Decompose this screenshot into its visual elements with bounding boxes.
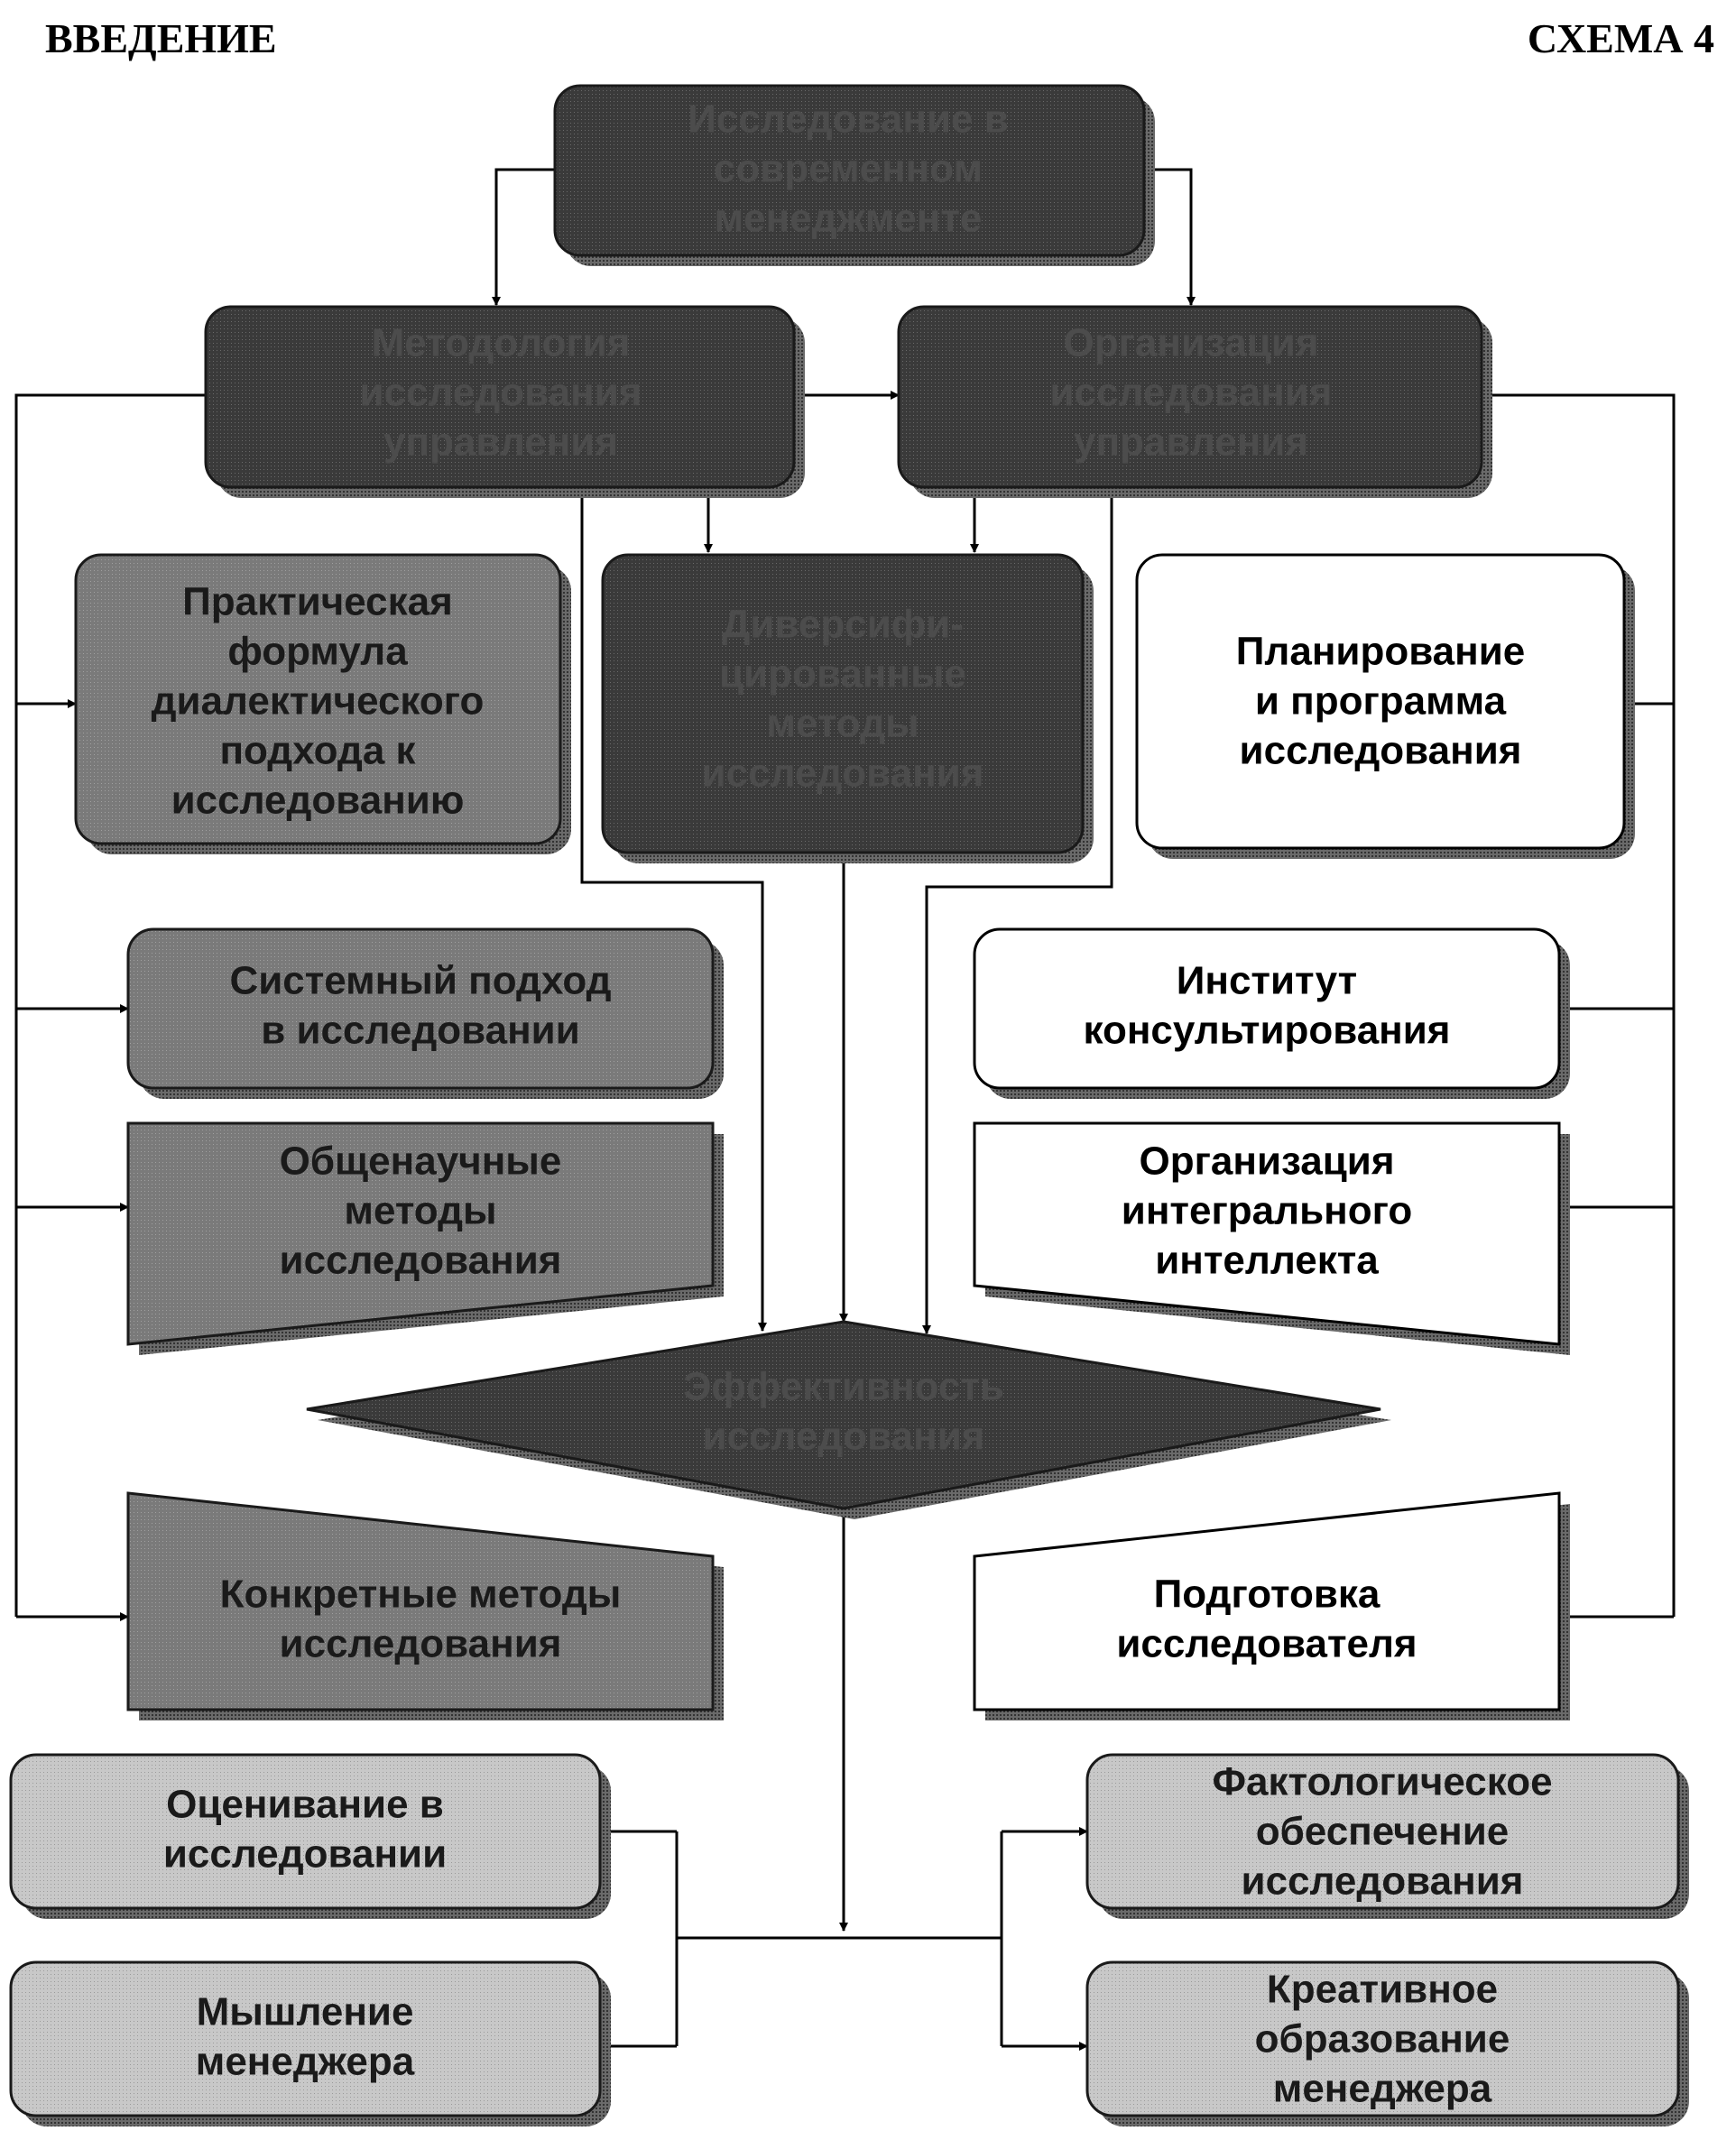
node-box — [897, 305, 1483, 489]
node-evaluation: Оценивание в исследовании — [9, 1753, 611, 1919]
node-label-line: обеспечение — [1256, 1810, 1509, 1854]
node-label-line: цированные — [719, 652, 966, 696]
node-box — [601, 553, 1085, 854]
node-planning: Планирование и программа исследования — [1135, 553, 1635, 859]
node-label-line: исследования — [1050, 371, 1333, 415]
node-label-line: исследовании — [163, 1832, 447, 1877]
node-label-line: Подготовка — [1154, 1573, 1380, 1617]
node-organization: Организация исследования управления — [897, 305, 1492, 498]
node-label-line: Креативное — [1267, 1968, 1498, 2012]
node-box — [973, 1121, 1561, 1346]
node-label-line: исследования — [702, 752, 984, 796]
node-label-line: диалектического — [152, 679, 485, 724]
header-left: ВВЕДЕНИЕ — [45, 15, 277, 61]
node-system: Системный подход в исследовании — [126, 927, 724, 1099]
node-label-line: и программа — [1255, 679, 1507, 724]
node-label-line: интеллекта — [1155, 1239, 1379, 1283]
node-creative: Креативное образование менеджера — [1085, 1960, 1689, 2126]
node-label-line: Системный подход — [229, 959, 611, 1003]
node-box — [1085, 1960, 1680, 2117]
node-training: Подготовка исследователя — [973, 1491, 1570, 1720]
node-institute: Институт консультирования — [973, 927, 1570, 1099]
node-box — [973, 927, 1561, 1090]
node-label-line: Эффективность — [683, 1365, 1004, 1409]
node-label-line: консультирования — [1084, 1009, 1451, 1053]
node-label-line: исследования — [703, 1415, 985, 1459]
node-label-line: Общенаучные — [280, 1139, 562, 1184]
node-label-line: образование — [1255, 2017, 1510, 2062]
node-label-line: менеджера — [1273, 2067, 1492, 2111]
node-label-line: методы — [344, 1189, 496, 1233]
node-label-line: менеджера — [196, 2040, 415, 2084]
node-label-line: менеджменте — [715, 197, 983, 241]
node-methodology: Методология исследования управления — [204, 305, 805, 498]
node-integral: Организация интегрального интеллекта — [973, 1121, 1570, 1355]
node-box — [126, 1491, 715, 1711]
node-label-line: управления — [1074, 420, 1308, 465]
node-root: Исследование в современном менеджменте — [553, 84, 1155, 266]
node-label-line: исследования — [1242, 1859, 1524, 1904]
node-box — [1085, 1753, 1680, 1910]
node-label-line: Оценивание в — [166, 1783, 444, 1827]
node-dialectic: Практическая формула диалектического подход… — [74, 553, 571, 854]
header-right: СХЕМА 4 — [1528, 15, 1714, 61]
node-box — [9, 1960, 602, 2117]
node-thinking: Мышление менеджера — [9, 1960, 611, 2126]
node-box — [126, 927, 715, 1090]
node-label-line: формула — [227, 630, 408, 674]
node-label-line: Фактологическое — [1212, 1760, 1552, 1804]
node-box — [204, 305, 796, 489]
node-label-line: управления — [383, 420, 618, 465]
node-box — [1135, 553, 1626, 850]
node-diversified: Диверсифи-цированные методы исследования — [601, 553, 1094, 863]
node-label-line: Планирование — [1236, 630, 1525, 674]
node-label-line: исследования — [280, 1622, 562, 1666]
node-label-line: методы — [766, 702, 919, 746]
node-label-line: исследователя — [1116, 1622, 1417, 1666]
node-efficiency: Эффективность исследования — [306, 1320, 1391, 1519]
node-box — [9, 1753, 602, 1910]
node-label-line: исследования — [1240, 729, 1522, 773]
node-label-line: Методология — [372, 321, 631, 365]
node-label-line: Исследование в — [688, 97, 1009, 142]
node-box — [973, 1491, 1561, 1711]
node-label-line: Институт — [1177, 959, 1357, 1003]
node-box — [74, 553, 562, 845]
node-label-line: Организация — [1063, 321, 1318, 365]
node-label-line: Мышление — [197, 1990, 414, 2034]
node-concrete: Конкретные методы исследования — [126, 1491, 724, 1720]
connectors — [14, 168, 1676, 2051]
node-factology: Фактологическое обеспечение исследования — [1085, 1753, 1689, 1919]
node-label-line: интегрального — [1122, 1189, 1412, 1233]
node-label-line: исследования — [280, 1239, 562, 1283]
node-label-line: исследованию — [171, 779, 465, 823]
node-label-line: в исследовании — [261, 1009, 580, 1053]
node-label-line: современном — [714, 147, 983, 191]
node-label-line: Практическая — [182, 580, 453, 624]
node-box — [126, 1121, 715, 1346]
node-label-line: исследования — [360, 371, 642, 415]
node-box — [553, 84, 1146, 257]
node-box — [306, 1320, 1381, 1510]
node-label-line: Организация — [1139, 1139, 1394, 1184]
node-label-line: Конкретные методы — [220, 1573, 622, 1617]
node-general: Общенаучные методы исследования — [126, 1121, 724, 1355]
node-label-line: подхода к — [219, 729, 416, 773]
node-label-line: Диверсифи- — [722, 603, 964, 647]
